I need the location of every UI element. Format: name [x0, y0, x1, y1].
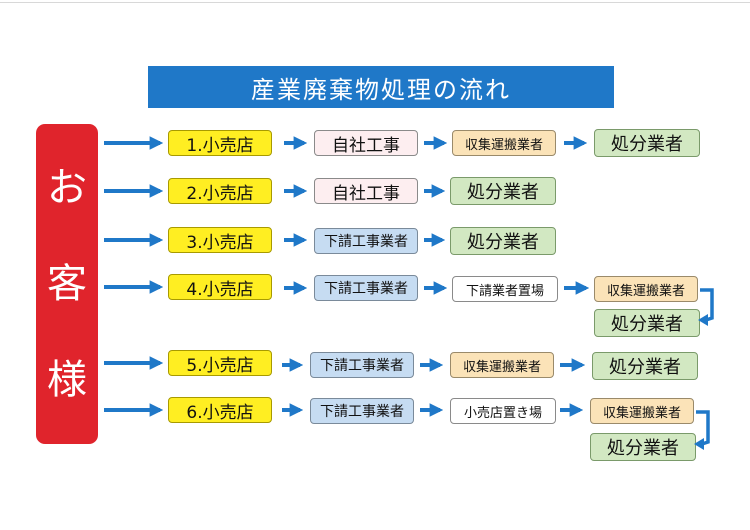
disposer-box-4: 処分業者: [594, 309, 700, 337]
retailer-box-6: 6.小売店: [168, 397, 272, 423]
arrow-r4-down: [700, 288, 714, 322]
disposer-box-6: 処分業者: [590, 433, 696, 461]
collector-box-5: 収集運搬業者: [450, 352, 554, 378]
collector-box-6: 収集運搬業者: [590, 398, 694, 424]
disposer-box-2: 処分業者: [450, 177, 556, 205]
disposer-box-1: 処分業者: [594, 129, 700, 157]
subcontractor-box-4: 下請工事業者: [314, 275, 418, 301]
disposer-box-5: 処分業者: [592, 352, 698, 380]
retailer-box-2: 2.小売店: [168, 178, 272, 204]
subcontractor-box-5: 下請工事業者: [310, 352, 414, 378]
retailer-box-4: 4.小売店: [168, 274, 272, 300]
top-border-line: [0, 2, 750, 3]
collector-box-1: 収集運搬業者: [452, 130, 556, 156]
arrow-r6-down: [696, 410, 710, 446]
customer-char-1: お: [47, 165, 87, 211]
customer-box: お 客 様: [36, 124, 98, 444]
disposer-box-3: 処分業者: [450, 227, 556, 255]
retailer-box-5: 5.小売店: [168, 350, 272, 376]
subcontractor-box-6: 下請工事業者: [310, 398, 414, 424]
subcontractor-box-3: 下請工事業者: [314, 228, 418, 254]
page-title: 産業廃棄物処理の流れ: [148, 66, 614, 108]
retailer-box-3: 3.小売店: [168, 227, 272, 253]
storage-box-6: 小売店置き場: [450, 398, 556, 424]
retailer-box-1: 1.小売店: [168, 130, 272, 156]
own-work-box-2: 自社工事: [314, 178, 418, 204]
own-work-box-1: 自社工事: [314, 130, 418, 156]
collector-box-4: 収集運搬業者: [594, 276, 698, 302]
customer-char-2: 客: [47, 261, 87, 307]
customer-char-3: 様: [47, 357, 87, 403]
storage-box-4: 下請業者置場: [452, 276, 558, 302]
